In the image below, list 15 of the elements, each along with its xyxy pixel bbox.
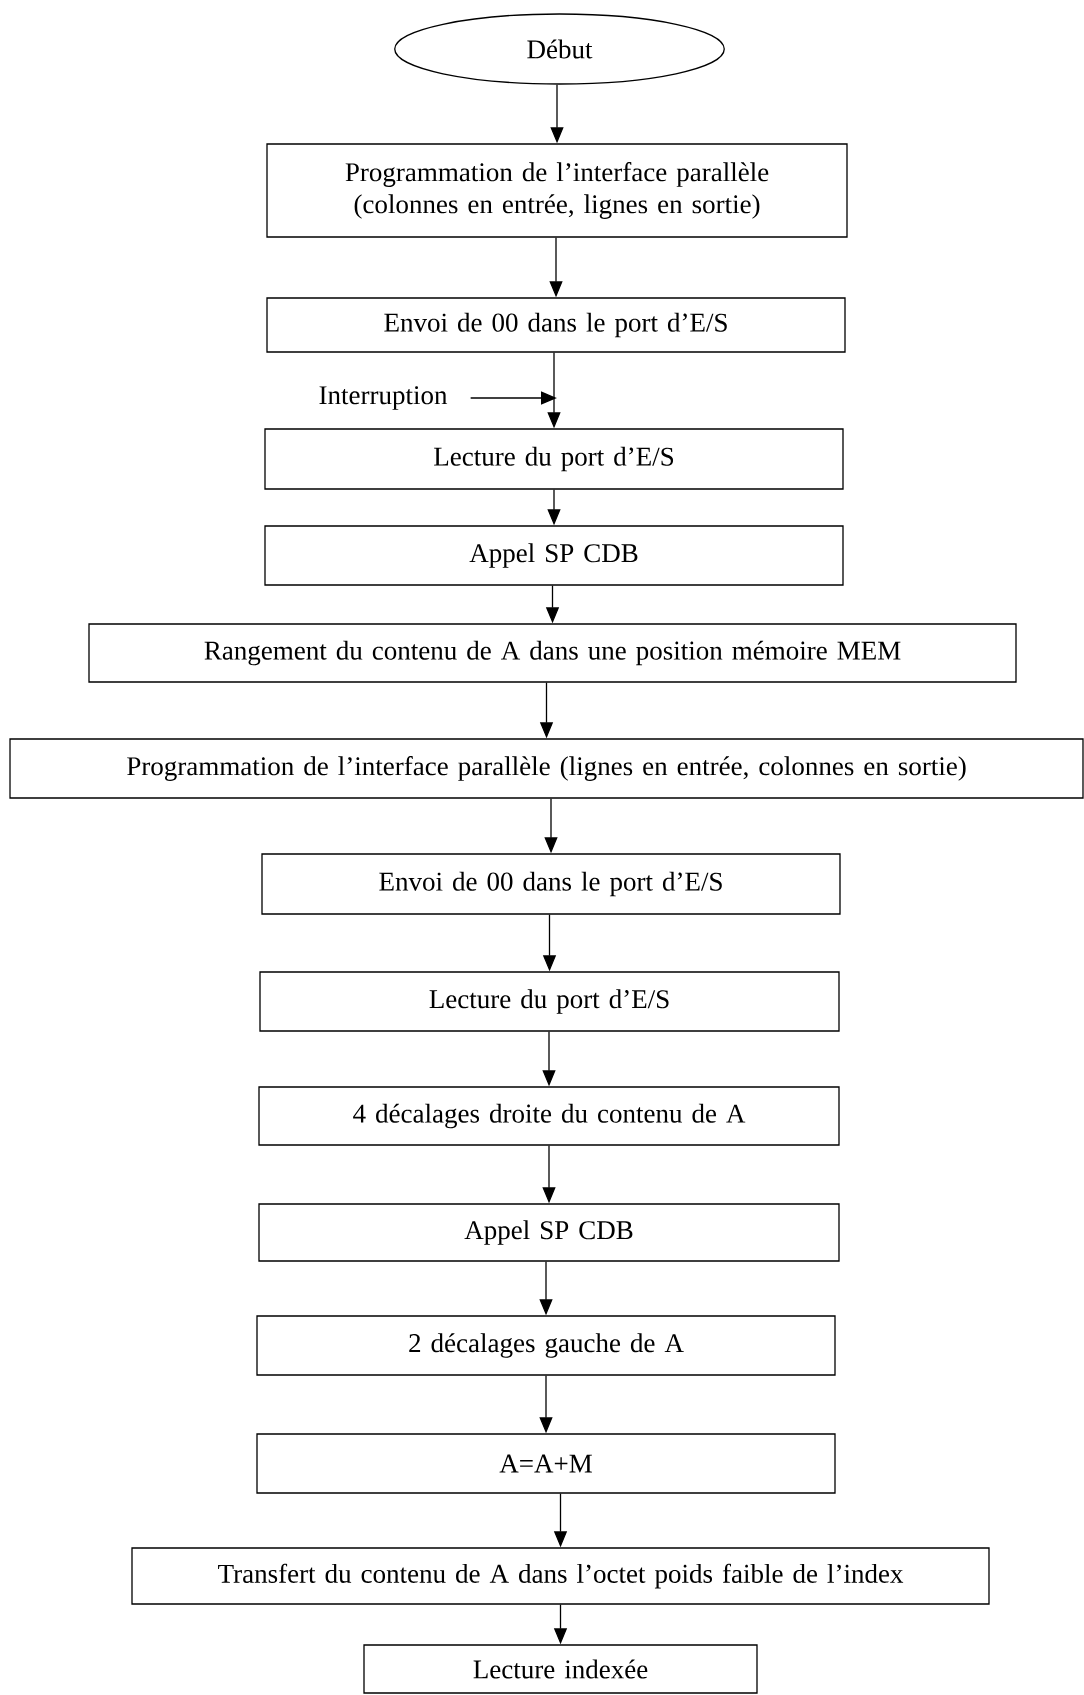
interruption-label: Interruption bbox=[319, 386, 448, 410]
process-box: A=A+M bbox=[256, 1433, 836, 1494]
process-box: Programmation de l’interface parallèle (lignes en entrée, colonnes en sortie) bbox=[9, 738, 1084, 799]
process-box: Envoi de 00 dans le port d’E/S bbox=[261, 853, 841, 915]
process-box: Programmation de l’interface parallèle (colonnes en entrée, lignes en sortie) bbox=[266, 143, 848, 238]
process-box: Envoi de 00 dans le port d’E/S bbox=[266, 297, 846, 353]
process-box: Appel SP CDB bbox=[258, 1203, 840, 1262]
process-box: Lecture indexée bbox=[363, 1644, 758, 1694]
process-box: Rangement du contenu de A dans une position mémoire MEM bbox=[88, 623, 1017, 683]
process-box: Appel SP CDB bbox=[264, 525, 844, 586]
process-box: 2 décalages gauche de A bbox=[256, 1315, 836, 1376]
process-box: 4 décalages droite du contenu de A bbox=[258, 1086, 840, 1146]
process-box: Lecture du port d’E/S bbox=[264, 428, 844, 490]
process-box: Transfert du contenu de A dans l’octet poids faible de l’index bbox=[131, 1547, 990, 1605]
process-box: Lecture du port d’E/S bbox=[259, 971, 840, 1032]
